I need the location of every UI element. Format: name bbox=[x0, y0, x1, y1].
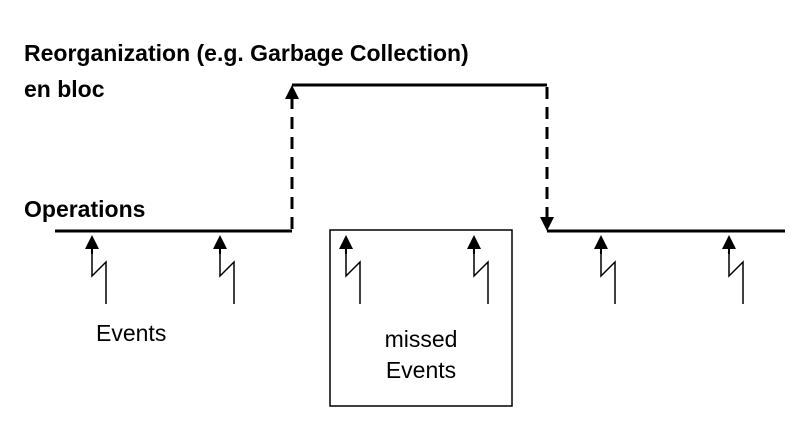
event-marker-1 bbox=[85, 235, 106, 304]
event-marker-5 bbox=[594, 235, 615, 304]
event-marker-4-missed bbox=[467, 235, 488, 304]
lightning-bolt-icon bbox=[346, 254, 360, 304]
missed-events-label-line1: missed bbox=[384, 326, 458, 352]
missed-events-label: missed Events bbox=[330, 324, 512, 386]
missed-events-box bbox=[330, 230, 512, 406]
event-marker-2 bbox=[213, 235, 234, 304]
event-marker-3-missed bbox=[339, 235, 360, 304]
reorganization-title: Reorganization (e.g. Garbage Collection) bbox=[24, 40, 469, 66]
events-label: Events bbox=[96, 320, 167, 346]
reorganization-subtitle: en bloc bbox=[24, 76, 105, 102]
operations-label: Operations bbox=[24, 196, 146, 222]
lightning-bolt-icon bbox=[92, 254, 106, 304]
lightning-bolt-icon bbox=[601, 254, 615, 304]
lightning-bolt-icon bbox=[474, 254, 488, 304]
lightning-bolt-icon bbox=[220, 254, 234, 304]
event-marker-6 bbox=[722, 235, 743, 304]
lightning-bolt-icon bbox=[729, 254, 743, 304]
missed-events-label-line2: Events bbox=[385, 357, 457, 383]
